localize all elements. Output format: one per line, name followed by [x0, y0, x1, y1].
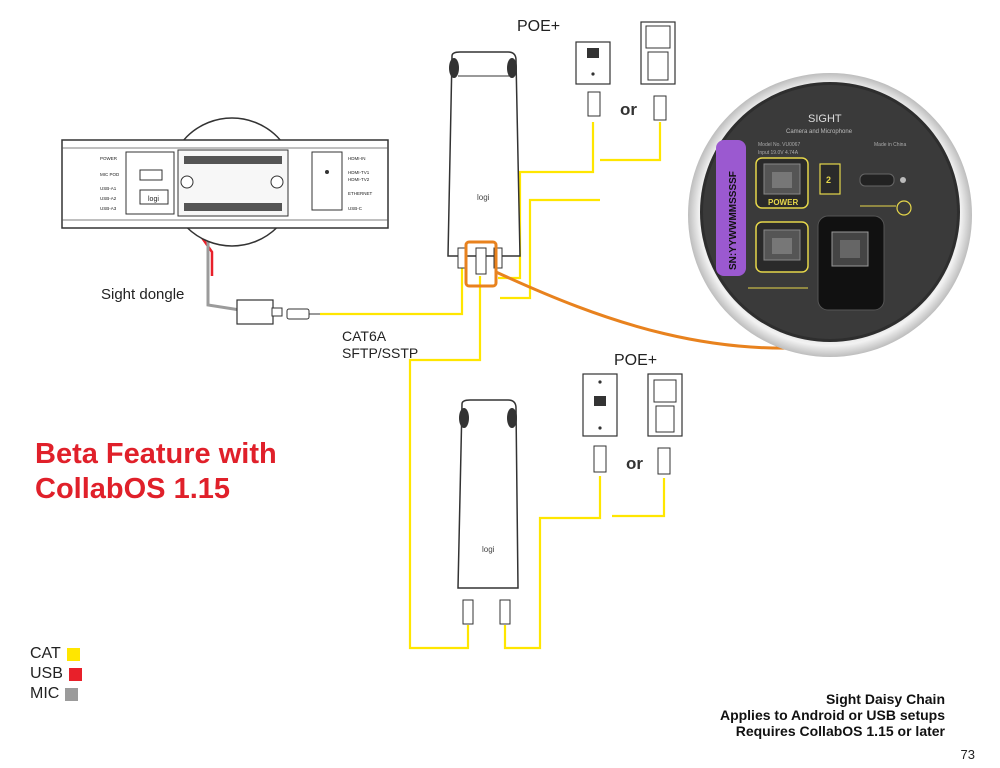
sight-fine-print-2: Input 19.0V 4.74A	[758, 150, 799, 156]
legend-swatch-cat	[66, 647, 80, 661]
sight-port-closeup: SIGHT Camera and Microphone Model No. VU…	[688, 73, 972, 357]
footer-line3: Requires CollabOS 1.15 or later	[735, 723, 945, 739]
legend-label-cat: CAT	[30, 645, 61, 662]
sight-serial: SN:YYWWMMSSSSF	[728, 171, 739, 270]
hub-port-label-right-4: USB-C	[348, 206, 363, 211]
sight-device-bottom: logi	[457, 399, 519, 625]
cat-cable-dongle-to-sight	[320, 266, 464, 316]
legend-swatch-usb	[68, 667, 82, 681]
hub-port-label-right-3: ETHERNET	[348, 191, 373, 196]
sight-title: SIGHT	[808, 113, 842, 125]
legend-swatch-mic	[65, 687, 79, 701]
hub-port-label-left-4: USB-A3	[100, 206, 117, 211]
poe-label-top: POE+	[517, 18, 561, 35]
rj45-connector-icon	[653, 95, 667, 121]
poe-label-bottom: POE+	[614, 352, 658, 369]
hub-port-label-right-2: HDMI-TV2	[348, 177, 370, 182]
footer-line2: Applies to Android or USB setups	[719, 707, 945, 723]
sight-fine-print-1: Model No. VU0067	[758, 142, 800, 148]
cable-type-label: CAT6A SFTP/SSTP	[342, 328, 418, 362]
power-outlet-bottom	[647, 373, 683, 475]
rj45-connector-icon	[462, 599, 474, 625]
legend-label-usb: USB	[30, 665, 63, 682]
logi-logo-bottom: logi	[482, 545, 495, 554]
rally-hub: logi POWER MIC POD USB-A1 USB-A2 USB-A3 …	[61, 117, 389, 247]
rj45-connector-icon	[657, 447, 671, 475]
rj45-connector-icon	[587, 91, 601, 117]
lock-icon	[900, 177, 906, 183]
cable-type-line2: SFTP/SSTP	[342, 345, 419, 361]
footer-line1: Sight Daisy Chain	[825, 691, 945, 707]
hub-port-label-left-1: MIC POD	[100, 172, 120, 177]
cable-type-line1: CAT6A	[342, 328, 387, 344]
hub-port-label-left-0: POWER	[100, 156, 118, 161]
or-label-bottom: or	[626, 454, 643, 473]
sight-subtitle: Camera and Microphone	[786, 129, 853, 135]
sight-power-label: POWER	[768, 198, 798, 207]
beta-title-line2: CollabOS 1.15	[35, 473, 231, 505]
legend-item-cat: CAT	[30, 645, 80, 663]
cat-cable-top-alt-2	[600, 122, 662, 162]
sight-port-number: 2	[826, 175, 831, 185]
highlighted-port	[464, 240, 498, 288]
logi-logo-top: logi	[477, 193, 490, 202]
page-number: 73	[960, 747, 975, 762]
hub-port-label-left-3: USB-A2	[100, 196, 117, 201]
rj45-connector-icon	[593, 445, 607, 473]
footer-notes: Sight Daisy Chain Applies to Android or …	[720, 691, 945, 739]
rj45-connector-icon	[286, 308, 310, 320]
cat-cable-sight-bottom-to-poe	[503, 476, 602, 650]
cat-cable-top-alt-1	[500, 198, 600, 300]
sight-device-top: logi	[447, 51, 521, 288]
hub-port-label-left-2: USB-A1	[100, 186, 117, 191]
or-label-top: or	[620, 100, 637, 119]
poe-wall-jack-top	[575, 41, 611, 117]
poe-wall-jack-bottom	[582, 373, 618, 473]
beta-feature-title: Beta Feature with CollabOS 1.15	[35, 437, 277, 507]
hub-port-label-right-1: HDMI-TV1	[348, 170, 370, 175]
hub-port-label-right-0: HDMI-IN	[348, 156, 366, 161]
beta-title-line1: Beta Feature with	[35, 438, 277, 470]
legend-item-mic: MIC	[30, 685, 79, 703]
cat-cable-daisy-chain	[408, 276, 482, 650]
sight-dongle-box	[236, 299, 320, 325]
power-outlet-top	[640, 21, 676, 121]
svg-text:logi: logi	[148, 196, 159, 203]
rj45-connector-icon	[499, 599, 511, 625]
legend-label-mic: MIC	[30, 685, 60, 702]
legend-item-usb: USB	[30, 665, 82, 683]
sight-made-in: Made in China	[874, 142, 906, 148]
sight-dongle-label: Sight dongle	[101, 286, 185, 303]
cat-cable-bottom-alt	[612, 478, 666, 518]
